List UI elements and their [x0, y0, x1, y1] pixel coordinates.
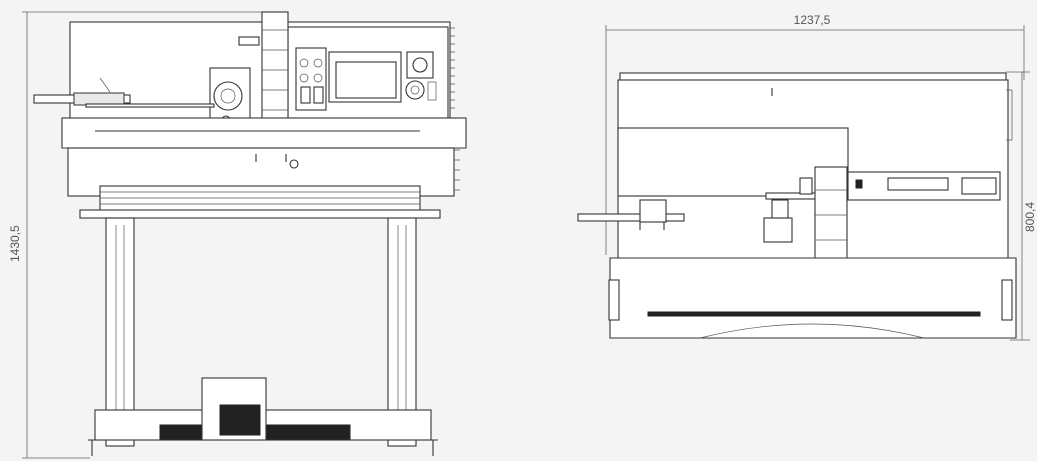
- control-panel: [295, 47, 437, 111]
- dimension-height-total: 1430,5: [8, 11, 265, 459]
- dimension-height-side: 800,4: [1006, 71, 1037, 341]
- dimension-label-1237-5: 1237,5: [794, 13, 831, 27]
- top-view: 1237,5 800,4: [577, 13, 1037, 341]
- front-view: 1430,5: [8, 11, 467, 459]
- dimension-label-800-4: 800,4: [1023, 202, 1037, 232]
- dimension-width-side: 1237,5: [605, 13, 1025, 255]
- dimension-label-1430-5: 1430,5: [8, 225, 22, 262]
